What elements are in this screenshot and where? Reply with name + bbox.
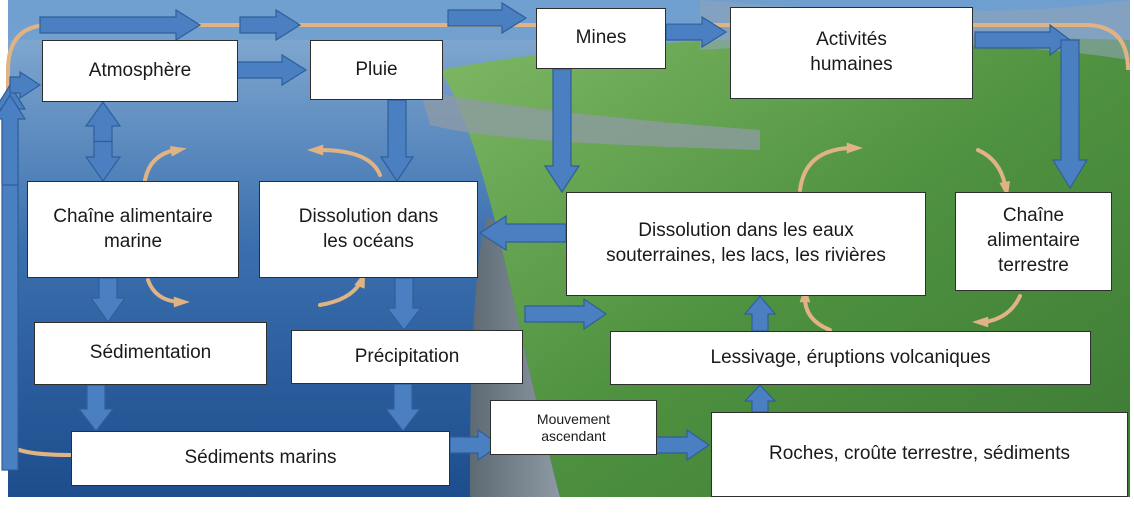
node-mines: Mines (536, 8, 666, 69)
label-atmosphere: Atmosphère (88, 59, 192, 81)
arrow-atmosphere-chaine-marine-b (84, 140, 122, 183)
label-activites-humaines: Activités humaines (810, 29, 893, 75)
cycle-arrow-marine-top-head (169, 145, 187, 157)
cycle-arrow-oceans-bottom (318, 281, 362, 307)
node-dissolution-oceans: Dissolution dans les océans (259, 181, 478, 278)
arrow-mouvement-to-roches (654, 428, 711, 462)
arrow-sediments-to-mouvement (449, 428, 502, 462)
label-chaine-alimentaire-terrestre: Chaîne alimentaire terrestre (987, 205, 1080, 276)
cycle-arrow-terrestre-top-left (798, 146, 852, 192)
arrow-top-left (39, 8, 202, 42)
cycle-arrow-terrestre-top-right (976, 148, 1007, 187)
arrow-pluie-to-dissolution (379, 99, 415, 183)
arrow-roches-to-lessivage (743, 384, 777, 413)
cycle-arrow-marine-bottom-head (173, 296, 190, 308)
arrow-top-to-mines (447, 1, 528, 35)
arrow-chaine-to-sedimentation (89, 277, 127, 324)
arrow-top-mid (239, 8, 302, 42)
cycle-arrow-marine-bottom (146, 278, 180, 304)
label-sediments-marins: Sédiments marins (184, 447, 337, 469)
node-roches: Roches, croûte terrestre, sédiments (711, 412, 1128, 497)
cycle-arrow-terrestre-top-left-head (846, 142, 863, 154)
arrow-top-right (974, 23, 1071, 57)
node-chaine-alimentaire-terrestre: Chaîne alimentaire terrestre (955, 192, 1112, 291)
node-mouvement-ascendant: Mouvement ascendant (490, 400, 657, 455)
node-precipitation: Précipitation (291, 330, 523, 384)
arrow-sea-to-eaux (524, 297, 608, 331)
node-dissolution-eaux: Dissolution dans les eaux souterraines, … (566, 192, 926, 296)
cycle-arrow-oceans-top-head (307, 144, 324, 156)
arrow-left-in (9, 70, 42, 100)
label-mines: Mines (575, 27, 627, 49)
label-roches: Roches, croûte terrestre, sédiments (769, 443, 1070, 465)
arrow-lessivage-to-eaux (743, 295, 777, 332)
node-sedimentation: Sédimentation (34, 322, 267, 385)
arrow-eaux-to-oceans (478, 214, 567, 252)
arrow-mines-to-activites (665, 15, 728, 49)
far-cliffs (420, 90, 760, 150)
cycle-arrow-marine-top (143, 148, 177, 182)
label-mouvement-ascendant: Mouvement ascendant (536, 410, 611, 444)
node-chaine-alimentaire-marine: Chaîne alimentaire marine (27, 181, 239, 278)
arrow-atmosphere-to-pluie (235, 53, 308, 87)
arrow-left-up-2 (0, 93, 27, 186)
arrow-sedimentation-to-sediments (77, 384, 115, 432)
node-activites-humaines: Activités humaines (730, 7, 973, 99)
label-chaine-alimentaire-marine: Chaîne alimentaire marine (53, 205, 213, 252)
label-sedimentation: Sédimentation (89, 342, 212, 364)
node-atmosphere: Atmosphère (42, 40, 238, 102)
arrow-atmosphere-chaine-marine-a (84, 100, 122, 143)
cycle-arrow-oceans-top (318, 148, 382, 177)
node-sediments-marins: Sédiments marins (71, 431, 450, 486)
cycle-arrow-terrestre-bottom-right-head (972, 316, 989, 328)
arrow-mines-to-dissolution-eaux (543, 68, 581, 194)
cycle-arrow-terrestre-bottom-right (983, 294, 1022, 324)
arrow-precipitation-to-sediments (384, 383, 422, 432)
label-pluie: Pluie (355, 58, 398, 80)
node-pluie: Pluie (310, 40, 443, 100)
label-dissolution-oceans: Dissolution dans les océans (298, 205, 439, 252)
node-lessivage: Lessivage, éruptions volcaniques (610, 331, 1091, 385)
cycle-arrow-terrestre-bottom-left (803, 296, 832, 332)
label-lessivage: Lessivage, éruptions volcaniques (710, 346, 991, 368)
arrow-activites-to-chaine-terrestre (1051, 39, 1089, 190)
label-precipitation: Précipitation (354, 345, 460, 367)
label-dissolution-eaux: Dissolution dans les eaux souterraines, … (606, 220, 886, 266)
arrow-oceans-to-precipitation (385, 277, 423, 331)
